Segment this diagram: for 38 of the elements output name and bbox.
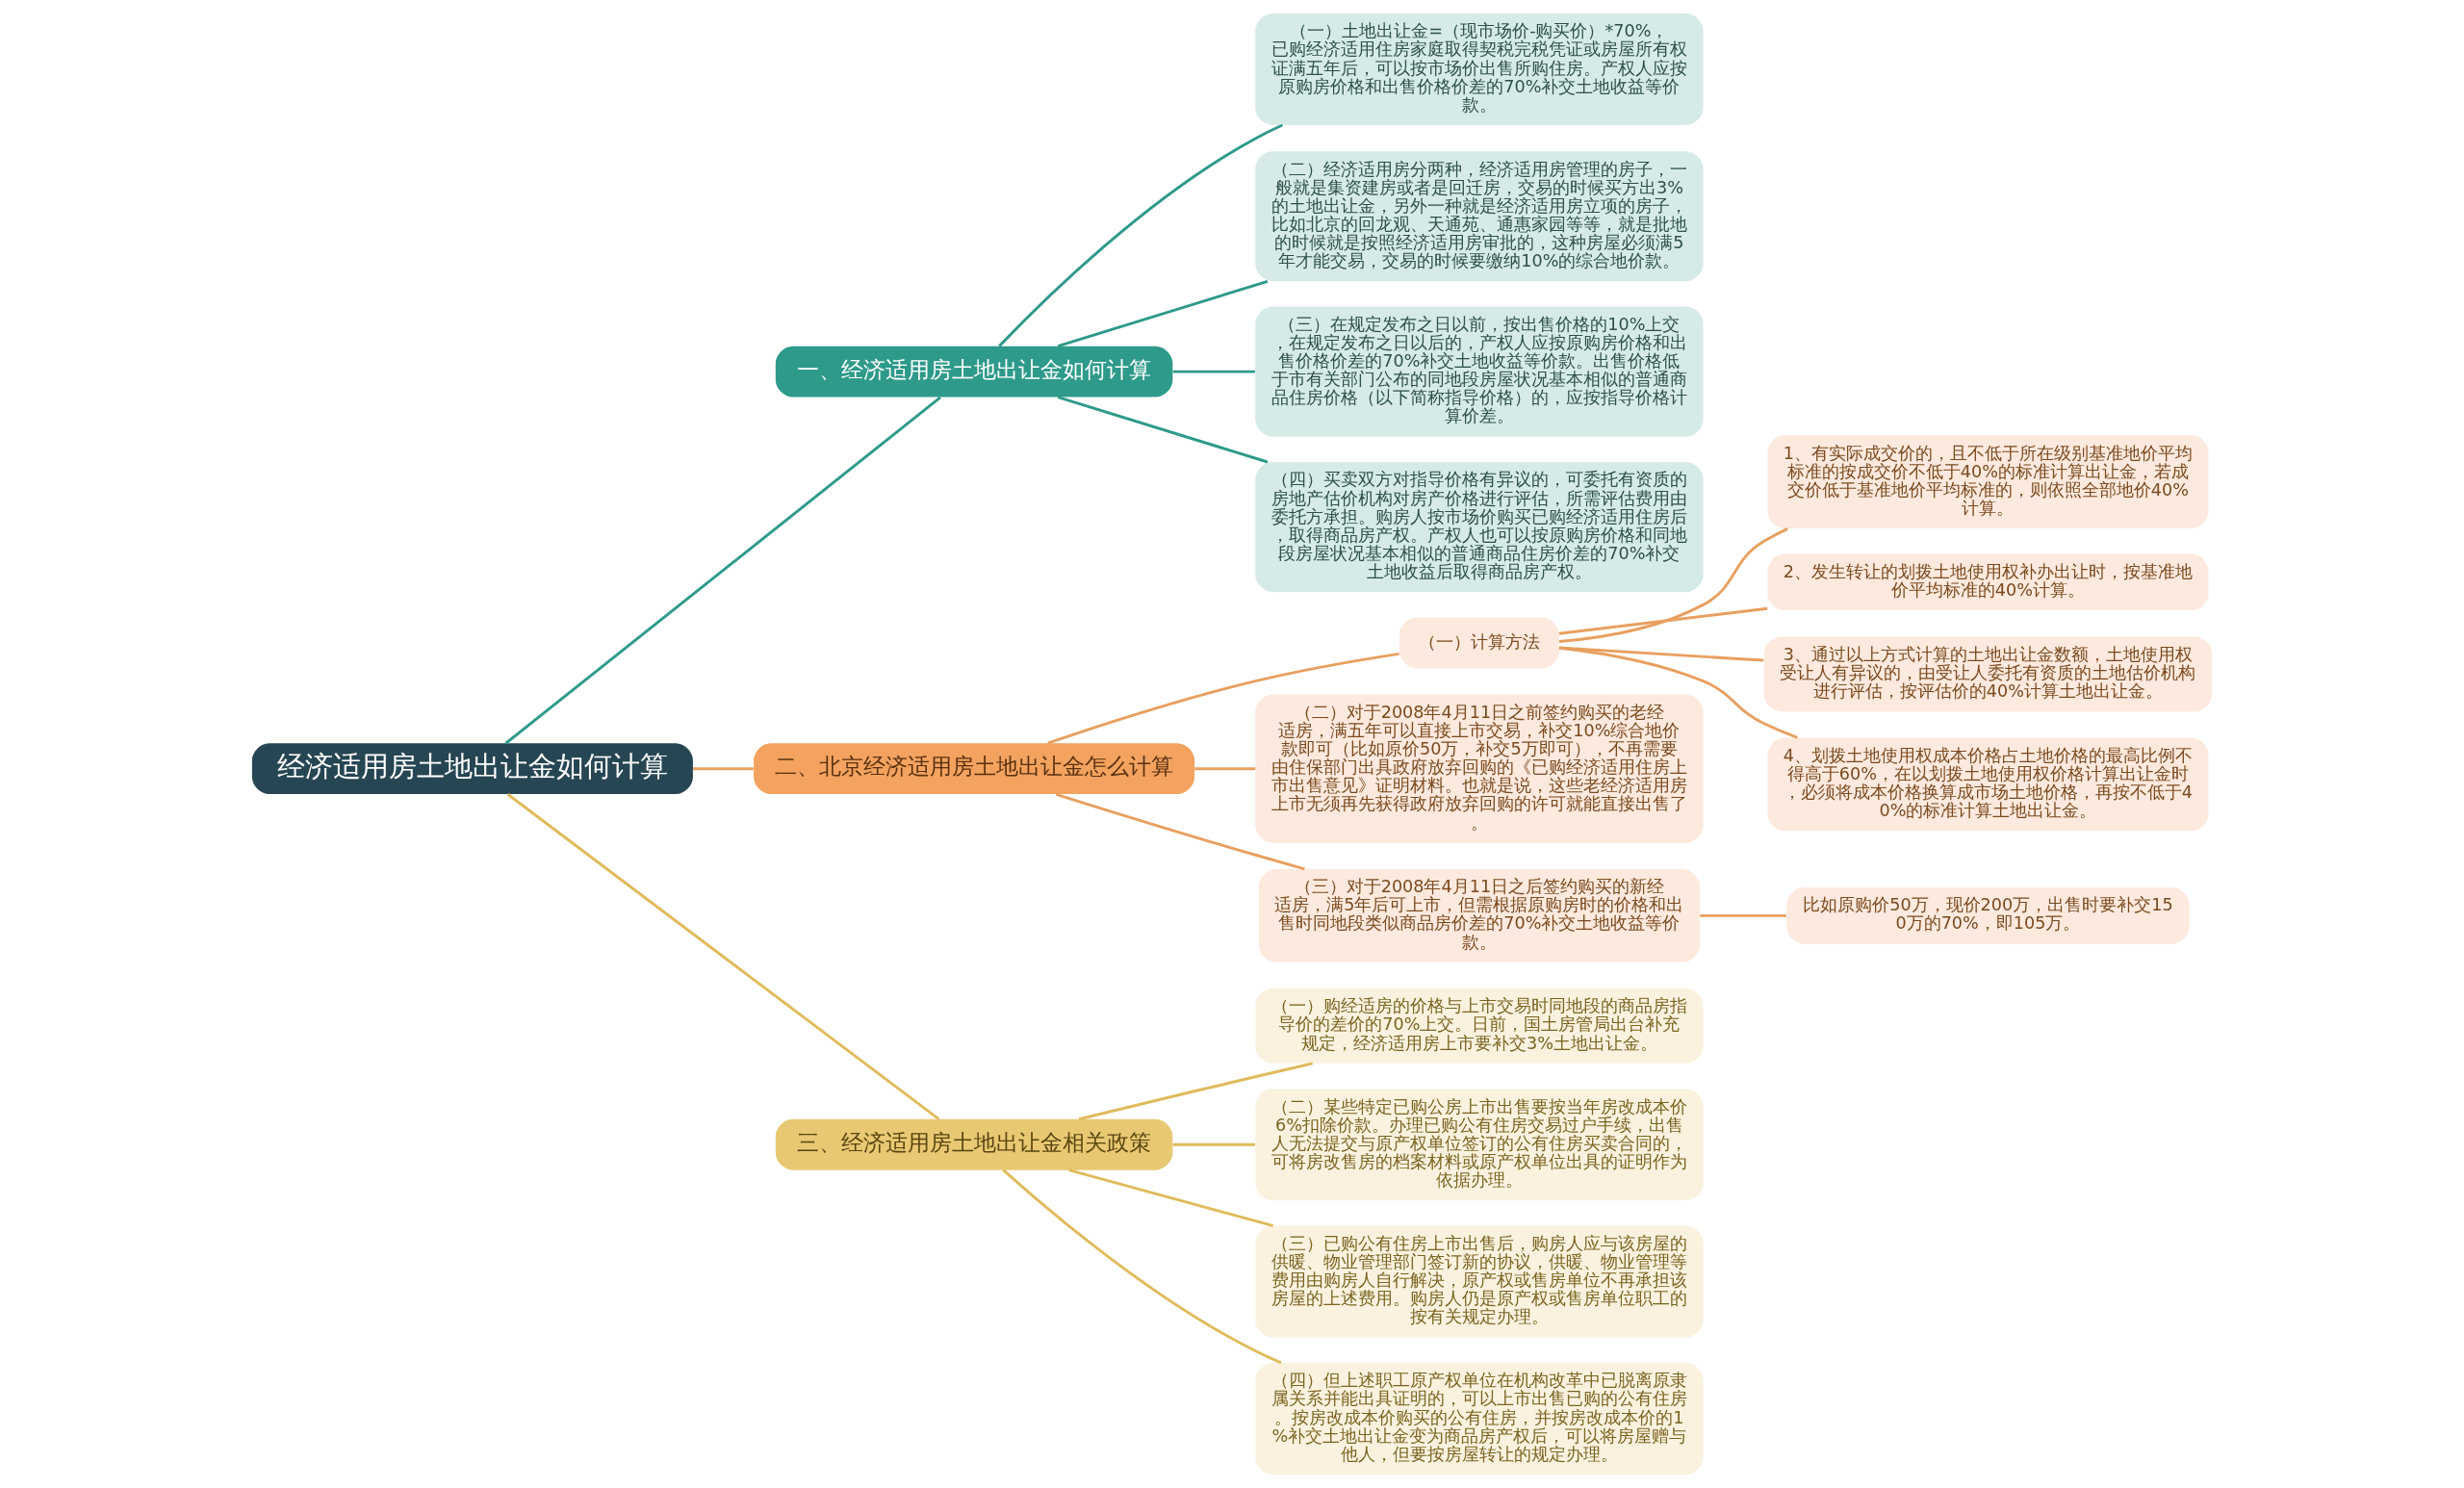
connector <box>1057 396 1269 464</box>
node-box: （三）已购公有住房上市出售后，购房人应与该房屋的供暖、物业管理部门签订新的协议，供暖、物业管理等费用由购房人自行解决，原产权或售房单位不再承担该房屋的上述费用。购房人仍是原产权或售房单位职工的按有关规定办理。 <box>1255 1225 1704 1338</box>
connector <box>1055 792 1305 871</box>
connector <box>1700 913 1786 917</box>
node-box: （二）某些特定已购公房上市出售要按当年房改成本价6%扣除价款。办理已购公有住房交易过户手续，出售人无法提交与原产权单位签订的公有住房买卖合同的，可将房改售房的档案材料或原产权单位出具的证明作为依据办理。 <box>1255 1089 1704 1201</box>
node-box: （二）经济适用房分两种，经济适用房管理的房子，一般就是集资建房或者是回迁房，交易的时候买方出3%的土地出让金，另外一种就是经济适用房立项的房子，比如北京的回龙观、天通苑、通惠家园等等，就是批地的时候就是按照经济适用房审批的，这种房屋必须满5年才能交易，交易的时候要缴纳10%的综合地价款。 <box>1255 151 1704 282</box>
node-box: 比如原购价50万，现价200万，出售时要补交150万的70%，即105万。 <box>1786 887 2190 944</box>
connector <box>693 767 754 771</box>
connector <box>1558 646 1798 739</box>
node-box: （一）计算方法 <box>1399 617 1559 669</box>
connector <box>1172 1142 1255 1146</box>
connector <box>998 123 1283 347</box>
node-box: 三、经济适用房土地出让金相关政策 <box>775 1118 1173 1170</box>
connector <box>1172 370 1255 373</box>
node-box: 4、划拨土地使用权成本价格占土地价格的最高比例不得高于60%，在以划拨土地使用权价格计算出让金时，必须将成本价格换算成市场土地价格，再按不低于40%的标准计算土地出让金。 <box>1767 737 2209 832</box>
node-box: （三）对于2008年4月11日之后签约购买的新经适房，满5年后可上市，但需根据原购房时的价格和出售时同地段类似商品房价差的70%补交土地收益等价款。 <box>1258 868 1700 962</box>
node-box: 2、发生转让的划拨土地使用权补办出让时，按基准地价平均标准的40%计算。 <box>1767 553 2209 611</box>
connector <box>1057 279 1269 348</box>
connector <box>506 793 940 1120</box>
node-box: （一）土地出让金=（现市场价-购买价）*70%，已购经济适用住房家庭取得契税完税凭证或房屋所有权证满五年后，可以按市场价出售所购住房。产权人应按原购房价格和出售价格价差的70%补交土地收益等价款。 <box>1255 13 1704 125</box>
node-box: 一、经济适用房土地出让金如何计算 <box>775 346 1173 398</box>
node-box: 二、北京经济适用房土地出让金怎么计算 <box>754 743 1195 795</box>
connector <box>1068 1168 1274 1227</box>
node-box: 经济适用房土地出让金如何计算 <box>251 743 693 795</box>
node-box: （一）购经适房的价格与上市交易时同地段的商品房指导价的差价的70%上交。日前，国土房管局出台补充规定，经济适用房上市要补交3%土地出让金。 <box>1255 988 1704 1064</box>
connector <box>1558 606 1768 635</box>
connector <box>1558 527 1788 643</box>
node-box: 3、通过以上方式计算的土地出让金数额，土地使用权受让人有异议的，由受让人委托有资质的土地估价机构进行评估，按评估价的40%计算土地出让金。 <box>1763 636 2213 712</box>
connector <box>504 396 941 745</box>
node-box: （三）在规定发布之日以前，按出售价格的10%上交，在规定发布之日以后的，产权人应按原购房价格和出售价格价差的70%补交土地收益等价款。出售价格低于市有关部门公布的同地段房屋状况基本相似的普通商品住房价格（以下简称指导价格）的，应按指导价格计算价差。 <box>1255 306 1704 437</box>
connector <box>1047 652 1399 745</box>
connector <box>1078 1062 1313 1121</box>
node-box: （二）对于2008年4月11日之前签约购买的老经适房，满五年可以直接上市交易，补交10%综合地价款即可（比如原价50万，补交5万即可），不再需要由住保部门出具政府放弃回购的《已购经济适用住房上市出售意见》证明材料。也就是说，这些老经济适用房上市无须再先获得政府放弃回购的许可就能直接出售了。 <box>1255 694 1704 843</box>
connector <box>1002 1168 1282 1365</box>
node-box: （四）但上述职工原产权单位在机构改革中已脱离原隶属关系并能出具证明的，可以上市出售已购的公有住房。按房改成本价购买的公有住房，并按房改成本价的1%补交土地出让金变为商品房产权后，可以将房屋赠与他人，但要按房屋转让的规定办理。 <box>1255 1363 1704 1475</box>
node-box: （四）买卖双方对指导价格有异议的，可委托有资质的房地产估价机构对房产价格进行评估，所需评估费用由委托方承担。购房人按市场价购买已购经济适用住房后，取得商品房产权。产权人也可以按原购房价格和同地段房屋状况基本相似的普通商品住房价差的70%补交土地收益后取得商品房产权。 <box>1255 462 1704 593</box>
node-box: 1、有实际成交价的，且不低于所在级别基准地价平均标准的按成交价不低于40%的标准计算出让金，若成交价低于基准地价平均标准的，则依照全部地价40%计算。 <box>1767 435 2209 529</box>
connector <box>1194 767 1256 771</box>
